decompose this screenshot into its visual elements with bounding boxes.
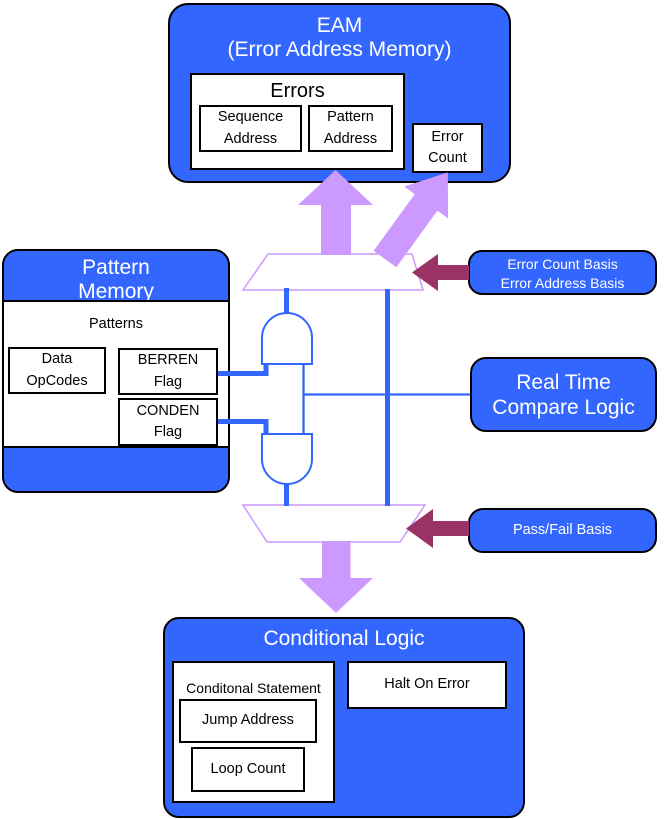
arrow-down-to-conditional-logic xyxy=(299,541,373,613)
pattern-address-box: Pattern Address xyxy=(308,105,393,152)
mux-lower-trapezoid xyxy=(241,504,427,543)
sequence-address-box: Sequence Address xyxy=(199,105,302,152)
and-gate-upper xyxy=(261,312,313,365)
data-opcodes-box: Data OpCodes xyxy=(8,347,106,394)
pass-fail-basis-block: Pass/Fail Basis xyxy=(468,508,657,553)
halt-on-error-box: Halt On Error xyxy=(347,661,507,709)
pattern-memory-title: Pattern Memory xyxy=(78,256,154,303)
berren-flag-box: BERREN Flag xyxy=(118,348,218,395)
conditional-logic-title: Conditional Logic xyxy=(263,627,425,650)
mux-upper-trapezoid xyxy=(241,253,425,291)
eam-title: EAM (Error Address Memory) xyxy=(227,14,452,61)
error-basis-label: Error Count Basis Error Address Basis xyxy=(500,256,625,291)
pass-fail-basis-label: Pass/Fail Basis xyxy=(512,522,613,538)
error-count-box: Error Count xyxy=(412,123,483,173)
arrow-error-basis-to-mux xyxy=(412,254,469,291)
errors-label: Errors xyxy=(270,80,325,102)
real-time-compare-logic-block: Real Time Compare Logic xyxy=(470,357,657,432)
arrow-pass-fail-to-mux xyxy=(406,509,469,548)
conditional-statement-label: Conditonal Statement xyxy=(186,680,321,696)
error-basis-block: Error Count Basis Error Address Basis xyxy=(468,250,657,295)
and-gate-lower xyxy=(261,433,313,485)
patterns-label: Patterns xyxy=(89,316,143,332)
jump-address-box: Jump Address xyxy=(179,699,317,743)
loop-count-box: Loop Count xyxy=(191,747,305,792)
conden-flag-box: CONDEN Flag xyxy=(118,398,218,446)
real-time-compare-logic-label: Real Time Compare Logic xyxy=(492,371,635,419)
